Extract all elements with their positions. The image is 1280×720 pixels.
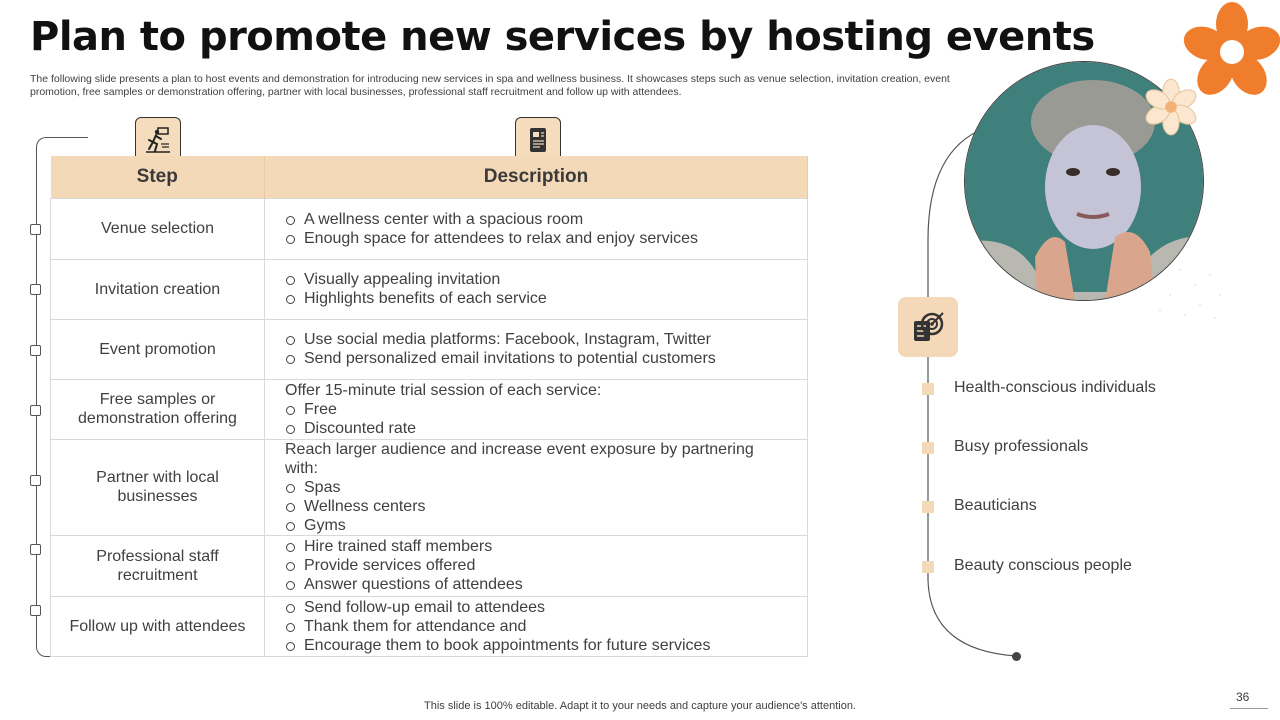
description-bullet: Enough space for attendees to relax and …: [285, 229, 789, 248]
description-cell: Send follow-up email to attendees Thank …: [264, 595, 808, 657]
audience-item: Busy professionals: [954, 438, 1089, 455]
description-bullet: Highlights benefits of each service: [285, 289, 789, 308]
table-row: Event promotion Use social media platfor…: [50, 318, 808, 380]
page-subtitle: The following slide presents a plan to h…: [30, 73, 950, 98]
description-cell: Hire trained staff members Provide servi…: [264, 534, 808, 597]
audience-marker: [922, 501, 934, 513]
description-bullet: A wellness center with a spacious room: [285, 210, 789, 229]
step-cell: Event promotion: [50, 318, 265, 380]
table-row: Partner with local businesses Reach larg…: [50, 438, 808, 536]
page-number: 36: [1236, 690, 1250, 704]
audience-item: Health-conscious individuals: [954, 379, 1156, 396]
page-title: Plan to promote new services by hosting …: [30, 14, 1095, 60]
steps-table: Step Description Venue selection A welln…: [50, 156, 808, 657]
document-list-icon: [515, 117, 561, 163]
description-bullet: Send follow-up email to attendees: [285, 598, 789, 617]
timeline-marker: [30, 544, 41, 555]
table-row: Invitation creation Visually appealing i…: [50, 258, 808, 320]
description-bullet: Provide services offered: [285, 556, 789, 575]
footer-note: This slide is 100% editable. Adapt it to…: [424, 700, 856, 712]
timeline-marker: [30, 284, 41, 295]
page-number-underline: [1230, 708, 1268, 709]
step-cell: Venue selection: [50, 197, 265, 260]
timeline-marker: [30, 405, 41, 416]
description-bullet: Thank them for attendance and: [285, 617, 789, 636]
description-bullet: Encourage them to book appointments for …: [285, 636, 789, 655]
description-column-header: Description: [264, 156, 808, 198]
description-bullet: Use social media platforms: Facebook, In…: [285, 330, 789, 349]
audience-item: Beauticians: [954, 497, 1037, 514]
description-cell: Visually appealing invitation Highlights…: [264, 258, 808, 320]
table-row: Free samples or demonstration offering O…: [50, 378, 808, 440]
timeline-marker: [30, 475, 41, 486]
audience-marker: [922, 442, 934, 454]
step-cell: Partner with local businesses: [50, 438, 265, 536]
description-cell: Offer 15-minute trial session of each se…: [264, 378, 808, 440]
description-cell: Use social media platforms: Facebook, In…: [264, 318, 808, 380]
description-bullet: Wellness centers: [285, 497, 789, 516]
description-cell: A wellness center with a spacious room E…: [264, 197, 808, 260]
table-row: Follow up with attendees Send follow-up …: [50, 595, 808, 657]
flower-decoration-icon: [1183, 2, 1280, 95]
description-intro: Reach larger audience and increase event…: [285, 440, 754, 477]
description-bullet: Answer questions of attendees: [285, 575, 789, 594]
description-bullet: Hire trained staff members: [285, 537, 789, 556]
audience-marker: [922, 561, 934, 573]
description-bullet: Visually appealing invitation: [285, 270, 789, 289]
step-cell: Free samples or demonstration offering: [50, 378, 265, 440]
table-header-row: Step Description: [50, 156, 808, 198]
timeline-marker: [30, 345, 41, 356]
description-cell: Reach larger audience and increase event…: [264, 438, 808, 536]
connector-end-dot: [1012, 652, 1021, 661]
description-bullet: Spas: [285, 478, 789, 497]
timeline-marker: [30, 224, 41, 235]
small-flower-decoration-icon: [1145, 78, 1197, 136]
timeline-marker: [30, 605, 41, 616]
table-row: Venue selection A wellness center with a…: [50, 197, 808, 260]
spa-customer-photo: [964, 61, 1204, 301]
audience-item: Beauty conscious people: [954, 557, 1132, 574]
step-cell: Follow up with attendees: [50, 595, 265, 657]
target-checklist-icon: [898, 297, 958, 357]
step-cell: Professional staff recruitment: [50, 534, 265, 597]
step-column-header: Step: [50, 156, 265, 198]
description-bullet: Discounted rate: [285, 419, 789, 438]
step-cell: Invitation creation: [50, 258, 265, 320]
description-intro: Offer 15-minute trial session of each se…: [285, 381, 602, 399]
audience-marker: [922, 383, 934, 395]
timeline-bracket: [36, 137, 88, 657]
description-bullet: Gyms: [285, 516, 789, 535]
table-row: Professional staff recruitment Hire trai…: [50, 534, 808, 597]
description-bullet: Free: [285, 400, 789, 419]
description-bullet: Send personalized email invitations to p…: [285, 349, 789, 368]
